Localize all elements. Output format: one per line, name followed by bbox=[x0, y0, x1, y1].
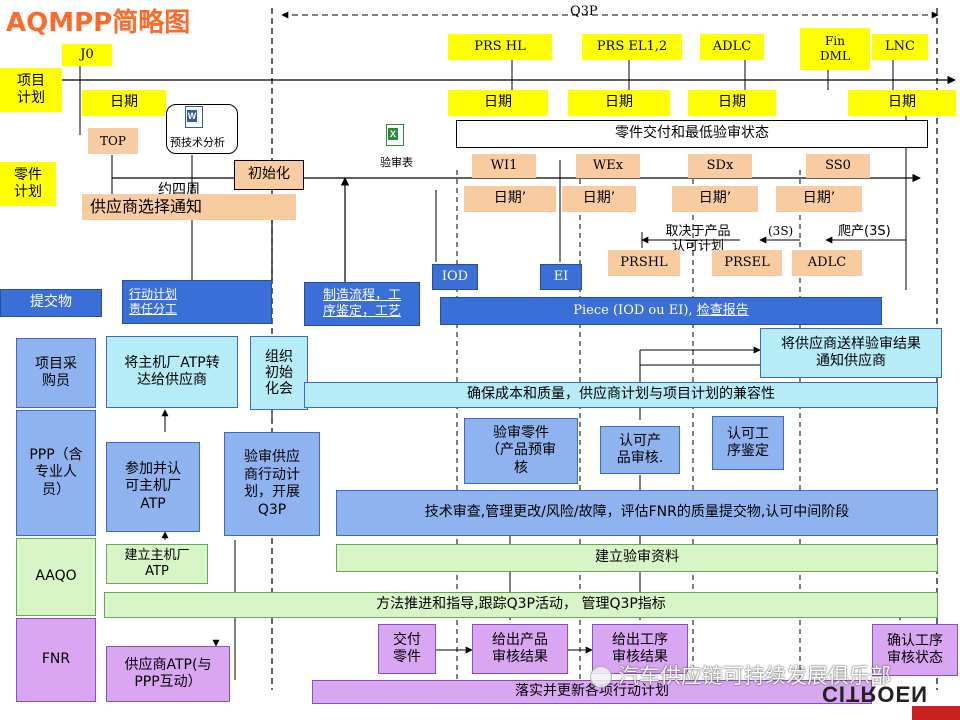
milestone-prs-hl: PRS HL bbox=[448, 34, 552, 60]
watermark-text: 汽车供应链可持续发展俱乐部 bbox=[618, 664, 891, 688]
milestone-fin-dml: Fin DML bbox=[800, 28, 870, 70]
stage-sdx: SDx bbox=[688, 154, 752, 178]
piece-prefix: Piece (IOD ou EI), bbox=[573, 302, 697, 318]
inspection-report-link[interactable]: 检查报告 bbox=[696, 302, 749, 318]
page-title: AQMPP简略图 bbox=[6, 8, 191, 38]
row-ppp: PPP（含 专业人 员） bbox=[16, 410, 96, 536]
milestone-lnc: LNC bbox=[872, 34, 928, 60]
parts-status-box: 零件交付和最低验审状态 bbox=[456, 120, 928, 148]
date-box: 日期 bbox=[448, 90, 548, 116]
milestone-adlc: ADLC bbox=[700, 34, 764, 60]
build-data-box: 建立验审资料 bbox=[336, 544, 938, 572]
wechat-icon bbox=[590, 666, 612, 688]
parts-plan-label: 零件 计划 bbox=[0, 162, 56, 206]
q3p-label: Q3P bbox=[570, 4, 598, 19]
confirm-process-box: 确认工序 审核状态 bbox=[872, 624, 958, 676]
action-plan-link[interactable]: 行动计划 责任分工 bbox=[122, 280, 272, 324]
top-badge: TOP bbox=[88, 128, 138, 154]
audit-table-label: 验审表 bbox=[380, 156, 413, 169]
approval-prsel: PRSEL bbox=[712, 250, 782, 276]
date-prime-box: 日期’ bbox=[672, 186, 758, 212]
ramp-up-label: 爬产(3S) bbox=[838, 224, 891, 239]
method-box: 方法推进和指导,跟踪Q3P活动， 管理Q3P指标 bbox=[104, 592, 938, 618]
date-prime-box: 日期’ bbox=[464, 186, 556, 212]
logo-red-stripe bbox=[912, 706, 960, 720]
send-result-box: 将供应商送样验审结果 通知供应商 bbox=[760, 328, 942, 378]
excel-document-icon: X bbox=[386, 124, 404, 146]
organize-init-box: 组织 初始 化会 bbox=[250, 336, 308, 410]
piece-box: Piece (IOD ou EI), 检查报告 bbox=[440, 297, 882, 325]
milestone-prs-el: PRS EL1,2 bbox=[582, 34, 682, 60]
row-purchaser: 项目采 购员 bbox=[16, 338, 96, 408]
supplier-atp-box: 供应商ATP(与 PPP互动） bbox=[106, 646, 230, 702]
date-prime-box: 日期’ bbox=[776, 186, 862, 212]
stage-wex: WEx bbox=[576, 154, 640, 178]
project-plan-label: 项目 计划 bbox=[0, 68, 62, 112]
date-box: 日期 bbox=[688, 90, 776, 116]
prelim-analysis-callout bbox=[166, 104, 238, 154]
row-aaqo: AAQO bbox=[16, 538, 96, 616]
ensure-cost-box: 确保成本和质量，供应商计划与项目计划的兼容性 bbox=[304, 382, 938, 408]
join-atp-box: 参加并认 可主机厂 ATP bbox=[106, 442, 200, 532]
three-s-label: (3S) bbox=[768, 224, 794, 238]
milestone-j0: J0 bbox=[62, 44, 112, 66]
date-box: 日期 bbox=[848, 90, 956, 116]
tech-review-box: 技术审查,管理更改/风险/故障，评估FNR的质量提交物,认可中间阶段 bbox=[336, 490, 938, 536]
product-result-box: 给出产品 审核结果 bbox=[472, 624, 568, 674]
word-document-icon: W bbox=[185, 106, 203, 128]
date-box: 日期 bbox=[82, 90, 166, 116]
stage-ss0: SS0 bbox=[806, 154, 870, 178]
forward-atp-box: 将主机厂ATP转 达给供应商 bbox=[106, 336, 238, 408]
audit-plan-box: 验审供应 商行动计 划，开展 Q3P bbox=[224, 432, 320, 536]
init-box: 初始化 bbox=[234, 160, 304, 190]
date-box: 日期 bbox=[568, 90, 670, 116]
iod-badge: IOD bbox=[432, 264, 478, 290]
date-prime-box: 日期’ bbox=[562, 186, 636, 212]
process-link[interactable]: 制造流程，工 序鉴定，工艺 bbox=[304, 282, 420, 326]
build-atp-box: 建立主机厂 ATP bbox=[106, 544, 208, 584]
deliver-parts-box: 交付 零件 bbox=[378, 624, 436, 674]
approve-product-box: 认可产 品审核. bbox=[600, 426, 680, 474]
deliverables-label: 提交物 bbox=[0, 289, 102, 317]
approve-process-box: 认可工 序鉴定 bbox=[712, 416, 784, 470]
process-result-box: 给出工序 审核结果 bbox=[592, 624, 688, 674]
prelim-analysis-label: 预技术分析 bbox=[170, 136, 225, 149]
depends-label: 取决于产品 认可计划 bbox=[665, 224, 731, 254]
ei-badge: EI bbox=[540, 264, 582, 290]
supplier-notice-box: 供应商选择通知 bbox=[82, 194, 296, 220]
audit-parts-box: 验审零件 （产品预审 核 bbox=[464, 418, 578, 484]
approval-adlc: ADLC bbox=[792, 250, 862, 276]
logo-text: CITROEN bbox=[822, 681, 928, 707]
row-fnr: FNR bbox=[16, 618, 96, 702]
approval-prshl: PRSHL bbox=[608, 250, 680, 276]
stage-wi1: WI1 bbox=[472, 154, 536, 178]
